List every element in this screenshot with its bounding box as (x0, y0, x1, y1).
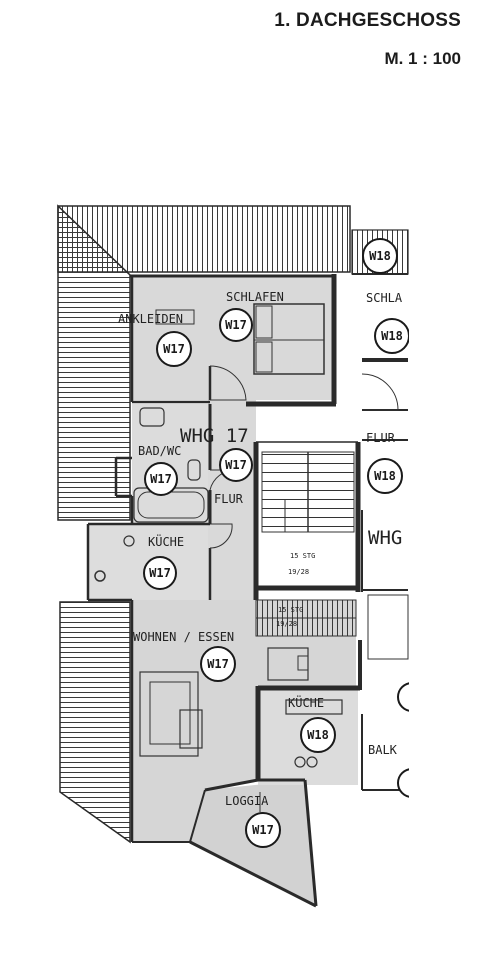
wc (187, 459, 201, 481)
room-label-schlafen-w18: SCHLA (366, 291, 403, 305)
unit-label-w18: WHG (368, 527, 402, 549)
plan-header: 1. DACHGESCHOSS M. 1 : 100 (274, 10, 461, 69)
roof-left-lower (59, 601, 131, 844)
svg-text:W18: W18 (374, 469, 396, 483)
svg-text:W18: W18 (369, 249, 391, 263)
svg-text:W17: W17 (163, 342, 185, 356)
room-label-bad-wc: BAD/WC (138, 444, 181, 458)
svg-text:W18: W18 (381, 329, 403, 343)
dining-table (267, 647, 309, 681)
svg-text:W18: W18 (307, 728, 329, 742)
svg-text:W17: W17 (252, 823, 274, 837)
plan-title: 1. DACHGESCHOSS (274, 10, 461, 31)
room-label-ankleiden: ANKLEIDEN (118, 312, 183, 326)
kitchen-w18-fixtures (285, 699, 343, 768)
badge-kueche-w18: W18 (300, 717, 336, 753)
badge-schlafen-w18: W18 (374, 318, 410, 354)
plan-scale: M. 1 : 100 (384, 49, 461, 68)
badge-top-right: W18 (362, 238, 398, 274)
table (179, 709, 203, 749)
room-label-flur: FLUR (214, 492, 244, 506)
room-label-wohnen-essen: WOHNEN / ESSEN (133, 630, 234, 644)
wardrobe (155, 309, 195, 325)
stair-ratio-upper: 19/28 (288, 568, 309, 576)
stair-label-upper: 15 STG (290, 552, 315, 560)
room-label-kueche-w18: KÜCHE (288, 694, 324, 710)
sofa (139, 671, 199, 757)
room-label-balkon: BALK (368, 743, 398, 757)
w18-furniture (367, 594, 409, 660)
doors (209, 365, 399, 812)
badge-bad: W17 (144, 462, 178, 496)
room-label-loggia: LOGGIA (225, 794, 269, 808)
kitchen-sink (94, 535, 135, 582)
room-label-schlafen: SCHLAFEN (226, 290, 284, 304)
svg-text:W17: W17 (225, 318, 247, 332)
bed (253, 303, 325, 375)
svg-text:W17: W17 (225, 458, 247, 472)
svg-text:W17: W17 (150, 472, 172, 486)
svg-text:W17: W17 (149, 566, 171, 580)
stair-upper (261, 451, 355, 533)
room-label-flur-w18: FLUR (366, 431, 396, 445)
walls (86, 273, 408, 908)
badge-ankleiden: W17 (156, 331, 192, 367)
room-label-kueche: KÜCHE (148, 533, 184, 549)
washbasin (139, 407, 165, 427)
floor-w17 (88, 276, 356, 905)
badge-flur: W17 (219, 448, 253, 482)
badge-loggia: W17 (245, 812, 281, 848)
badge-wohnen: W17 (200, 646, 236, 682)
badge-flur-w18: W18 (367, 458, 403, 494)
badge-kueche: W17 (143, 556, 177, 590)
svg-text:W17: W17 (207, 657, 229, 671)
badge-schlafen: W17 (219, 308, 253, 342)
roof-left-upper (57, 204, 131, 521)
unit-label-w17: WHG 17 (180, 425, 249, 447)
stair-ratio-lower: 19/28 (276, 620, 297, 628)
stair-lower (255, 599, 357, 637)
stair-label-lower: 15 STG (278, 606, 303, 614)
